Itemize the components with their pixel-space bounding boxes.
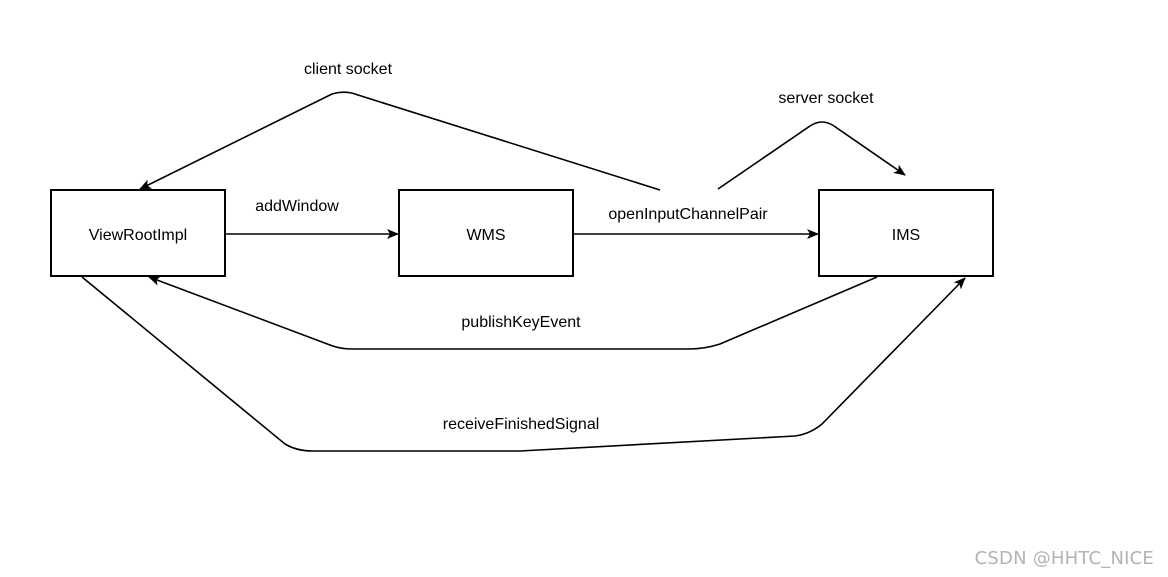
edge-add-window-label: addWindow xyxy=(255,198,339,215)
watermark-text: CSDN @HHTC_NICE xyxy=(974,548,1154,569)
edge-client-socket-label: client socket xyxy=(304,61,393,78)
node-view-root-impl: ViewRootImpl xyxy=(50,189,226,277)
edge-add-window: addWindow xyxy=(225,198,399,239)
edge-server-socket-label: server socket xyxy=(778,90,874,107)
edge-open-input-channel-pair-label: openInputChannelPair xyxy=(608,206,768,223)
edge-publish-key-event-label: publishKeyEvent xyxy=(461,314,581,331)
node-ims-label: IMS xyxy=(892,227,920,244)
edge-receive-finished-signal: receiveFinishedSignal xyxy=(81,276,966,452)
node-ims: IMS xyxy=(818,189,994,277)
edge-receive-finished-signal-label: receiveFinishedSignal xyxy=(443,416,600,433)
edge-open-input-channel-pair: openInputChannelPair xyxy=(573,206,819,239)
node-view-root-impl-label: ViewRootImpl xyxy=(89,227,187,244)
edge-client-socket: client socket xyxy=(139,61,661,191)
node-wms-label: WMS xyxy=(466,227,505,244)
edge-server-socket: server socket xyxy=(717,90,906,190)
edge-publish-key-event: publishKeyEvent xyxy=(148,276,878,350)
node-wms: WMS xyxy=(398,189,574,277)
